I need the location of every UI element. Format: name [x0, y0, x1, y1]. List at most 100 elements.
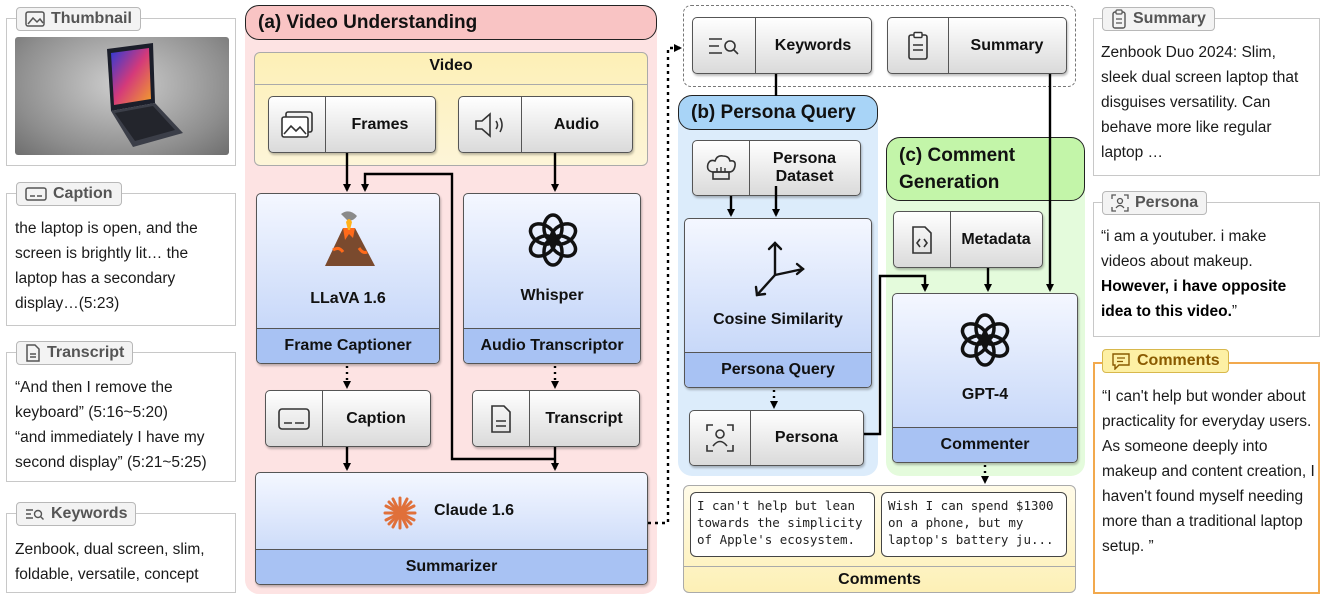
audio-box: Audio: [458, 96, 633, 153]
comments-panel: “I can't help but wonder about practical…: [1093, 362, 1320, 594]
persona-text-bold: However, i have opposite idea to this vi…: [1101, 278, 1287, 320]
persona-text: “i am a youtuber. i make videos about ma…: [1101, 224, 1313, 324]
summary-panel: Zenbook Duo 2024: Slim, sleek dual scree…: [1093, 18, 1320, 176]
persona-dataset-label: Persona Dataset: [772, 150, 837, 185]
claude-box: Claude 1.6 Summarizer: [255, 472, 648, 585]
caption-icon-cell: [266, 391, 323, 446]
whisper-role: Audio Transcriptor: [464, 328, 640, 363]
keywords-tab: Keywords: [16, 502, 137, 526]
summary-box: Summary: [887, 17, 1067, 74]
transcript-line1: “And then I remove the keyboard” (5:16~5…: [15, 379, 173, 421]
whisper-name: Whisper: [520, 287, 584, 304]
cosine-role: Persona Query: [685, 352, 871, 387]
metadata-label: Metadata: [961, 230, 1031, 248]
transcript-title: Transcript: [47, 344, 125, 361]
caption-panel: the laptop is open, and the screen is br…: [6, 193, 236, 326]
persona-title: Persona: [1135, 194, 1199, 211]
comments-label-divider: [683, 566, 1076, 567]
frames-icon: [281, 110, 313, 138]
code-file-icon: [912, 225, 932, 254]
persona-tab: Persona: [1102, 191, 1208, 215]
summary-tab: Summary: [1102, 7, 1215, 31]
dataset-icon-cell: [693, 141, 750, 195]
persona-icon: [706, 424, 734, 452]
document-icon: [26, 344, 40, 362]
keywords-title: Keywords: [51, 505, 128, 522]
keywords-icon-cell: [693, 18, 756, 73]
cosine-box: Cosine Similarity Persona Query: [684, 218, 872, 388]
transcript-panel: “And then I remove the keyboard” (5:16~5…: [6, 352, 236, 482]
keywords-panel: Zenbook, dual screen, slim, foldable, ve…: [6, 513, 236, 593]
speaker-icon: [475, 111, 503, 138]
gpt4-role: Commenter: [893, 427, 1077, 462]
claude-name: Claude 1.6: [434, 502, 515, 519]
thumbnail-image: [15, 37, 229, 155]
image-icon: [25, 11, 45, 27]
openai-gpt-icon: [960, 313, 1010, 367]
persona-text-end: ”: [1231, 303, 1238, 320]
caption-title: Caption: [53, 185, 113, 202]
persona-dataset-box: Persona Dataset: [692, 140, 861, 196]
video-label-divider: [254, 84, 648, 85]
openai-icon: [528, 213, 578, 267]
gpt4-name: GPT-4: [961, 386, 1009, 403]
transcript-tab: Transcript: [16, 341, 134, 365]
top-outputs-frame: [683, 5, 1076, 87]
comment-bubble-icon: [1112, 353, 1130, 370]
comment-card-1: I can't help but lean towards the simpli…: [690, 492, 875, 557]
volcano-icon: [325, 211, 375, 266]
video-understanding-header: (a) Video Understanding: [245, 5, 657, 40]
transcript-box: Transcript: [472, 390, 640, 447]
llava-box: LLaVA 1.6 Frame Captioner: [256, 193, 440, 364]
laptop-illustration: [107, 43, 183, 147]
summary-text: Zenbook Duo 2024: Slim, sleek dual scree…: [1101, 44, 1299, 161]
frames-icon-cell: [269, 97, 326, 152]
thumbnail-title: Thumbnail: [51, 10, 132, 27]
chef-hat-icon: [706, 155, 736, 180]
video-label: Video: [429, 57, 473, 74]
keywords-text: Zenbook, dual screen, slim, foldable, ve…: [15, 541, 205, 583]
persona-text-plain: “i am a youtuber. i make videos about ma…: [1101, 228, 1267, 270]
claude-icon: [383, 496, 417, 530]
caption-box: Caption: [265, 390, 431, 447]
caption-icon: [25, 187, 47, 201]
clipboard-icon: [908, 31, 928, 60]
persona-box: Persona: [689, 410, 864, 466]
comment-generation-title: (c) Comment Generation: [899, 145, 1016, 193]
vector-axes-icon: [754, 241, 805, 297]
audio-icon-cell: [459, 97, 522, 152]
metadata-box: Metadata: [893, 211, 1043, 268]
metadata-icon-cell: [894, 212, 951, 267]
transcript-line2: “and immediately I have my second displa…: [15, 429, 207, 471]
summary-icon-cell: [888, 18, 949, 73]
persona-query-header: (b) Persona Query: [678, 95, 878, 130]
persona-panel: “i am a youtuber. i make videos about ma…: [1093, 202, 1320, 337]
thumbnail-tab: Thumbnail: [16, 7, 141, 31]
whisper-box: Whisper Audio Transcriptor: [463, 193, 641, 364]
clipboard-tab-icon: [1112, 9, 1126, 29]
persona-query-title: (b) Persona Query: [691, 101, 856, 123]
llava-name: LLaVA 1.6: [310, 290, 386, 307]
comments-panel-text: “I can't help but wonder about practical…: [1102, 388, 1315, 555]
persona-icon-cell: [690, 411, 751, 465]
transcript-icon: [491, 404, 511, 433]
summary-title: Summary: [1133, 10, 1206, 27]
comments-tab: Comments: [1102, 349, 1229, 373]
audio-label: Audio: [553, 115, 600, 133]
keywords-box: Keywords: [692, 17, 872, 74]
comments-title: Comments: [1137, 352, 1220, 369]
caption-text: the laptop is open, and the screen is br…: [15, 220, 198, 312]
thumbnail-panel: [6, 18, 236, 166]
gpt4-box: GPT-4 Commenter: [892, 293, 1078, 463]
transcript-icon-cell: [473, 391, 530, 446]
keywords-search-icon: [709, 37, 739, 55]
comment-generation-header: (c) Comment Generation: [886, 137, 1085, 201]
frames-label: Frames: [351, 115, 409, 133]
frames-box: Frames: [268, 96, 436, 153]
cosine-name: Cosine Similarity: [713, 311, 843, 328]
persona-tab-icon: [1111, 194, 1129, 212]
persona-label: Persona: [774, 429, 839, 446]
comment-card-2: Wish I can spend $1300 on a phone, but m…: [881, 492, 1067, 557]
transcript-box-label: Transcript: [545, 409, 623, 427]
caption-box-label: Caption: [346, 409, 406, 427]
